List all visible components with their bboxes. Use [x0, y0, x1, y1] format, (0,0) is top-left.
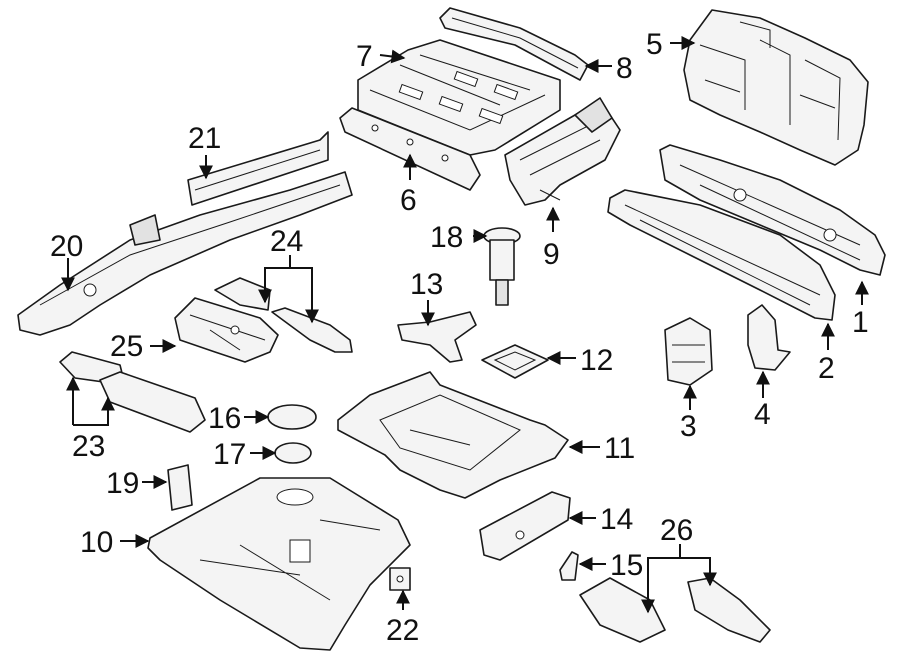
part-6-shelf-lip	[339, 107, 481, 191]
part-10-floor-pan	[147, 477, 411, 651]
part-15-small-bracket	[559, 551, 579, 581]
callout-10: 10	[80, 526, 113, 559]
part-22-small-plate	[389, 567, 411, 591]
callout-labels: 1 2 3 4 5 6 7 8 9 10 11 12 13 14 15 16 1…	[50, 28, 869, 647]
callout-25: 25	[110, 330, 143, 363]
part-19-clip	[167, 464, 193, 511]
part-9-spare-box	[504, 97, 621, 206]
callout-9: 9	[543, 238, 560, 271]
callout-7: 7	[356, 40, 373, 73]
callout-4: 4	[754, 398, 771, 431]
callout-17: 17	[213, 438, 246, 471]
part-8-upper-rail	[439, 7, 589, 81]
callout-14: 14	[600, 503, 633, 536]
callout-24: 24	[270, 225, 303, 258]
part-23-extensions	[59, 351, 206, 433]
callout-3: 3	[680, 410, 697, 443]
callout-12: 12	[580, 344, 613, 377]
callout-22: 22	[386, 614, 419, 647]
callout-5: 5	[646, 28, 663, 61]
callout-19: 19	[106, 467, 139, 500]
part-17-plug	[274, 442, 312, 464]
part-21-rail-upper	[187, 131, 329, 206]
callout-6: 6	[400, 184, 417, 217]
leader-lines	[61, 36, 869, 614]
callout-2: 2	[818, 352, 835, 385]
part-18-hold-down	[483, 227, 521, 306]
part-5-seat-back-panel	[683, 9, 869, 166]
part-1-rear-panel	[659, 144, 886, 276]
callout-20: 20	[50, 230, 83, 263]
part-12-plate	[481, 344, 549, 379]
part-7-package-tray	[357, 39, 561, 156]
callout-11: 11	[604, 432, 635, 465]
callout-26: 26	[660, 514, 693, 547]
part-2-rear-panel-inner	[607, 189, 836, 321]
part-25-crossmember	[174, 297, 279, 363]
callout-23: 23	[72, 430, 105, 463]
part-14-crossmember	[479, 491, 571, 561]
callout-16: 16	[208, 402, 241, 435]
part-20-frame-rail	[17, 171, 353, 336]
callout-18: 18	[430, 221, 463, 254]
part-16-plug	[267, 404, 317, 430]
part-3-bracket	[664, 317, 713, 386]
callout-13: 13	[410, 268, 443, 301]
part-4-bracket	[747, 304, 791, 371]
part-26-brackets	[579, 577, 771, 643]
callout-21: 21	[188, 122, 221, 155]
part-11-floor-tub	[337, 371, 569, 499]
callout-8: 8	[616, 52, 633, 85]
part-13-brace	[397, 311, 477, 363]
callout-15: 15	[610, 549, 643, 582]
callout-1: 1	[852, 306, 869, 339]
